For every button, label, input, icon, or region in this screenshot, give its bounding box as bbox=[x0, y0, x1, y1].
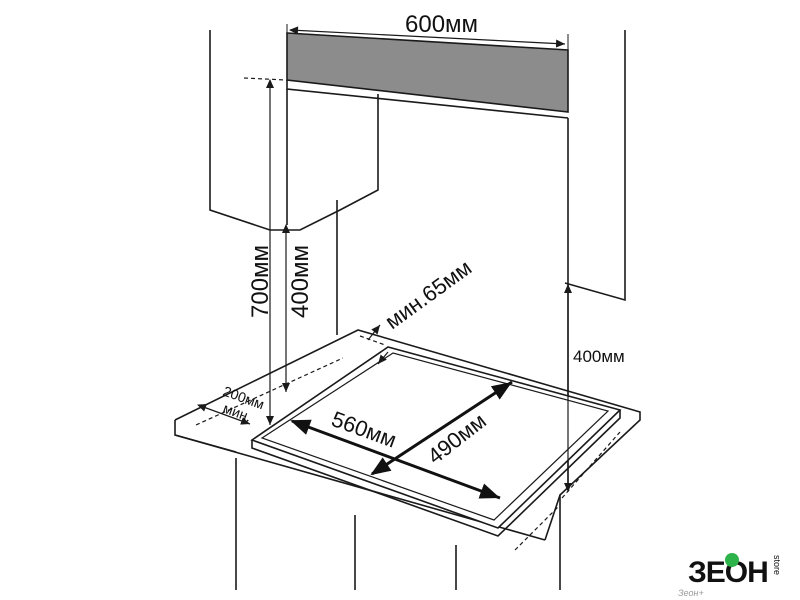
min-gap-dimension: мин.65мм bbox=[367, 255, 476, 365]
hood bbox=[286, 32, 569, 490]
height-total-label: 700мм bbox=[247, 245, 274, 318]
left-wall-cabinet bbox=[209, 30, 379, 231]
right-wall-cabinet bbox=[564, 30, 626, 302]
height-hood-label: 400мм bbox=[287, 245, 314, 318]
brand-logo: ЗЕОН store Зеон+ bbox=[678, 553, 782, 598]
watermark: Зеон+ bbox=[678, 588, 704, 598]
hood-width-dimension: 600мм bbox=[286, 11, 569, 50]
countertop bbox=[174, 329, 641, 590]
logo-suffix: store bbox=[772, 555, 782, 575]
side-right-label: 400мм bbox=[573, 347, 625, 366]
hood-width-label: 600мм bbox=[405, 11, 478, 38]
logo-dot bbox=[725, 553, 739, 567]
height-dimensions: 700мм 400мм bbox=[243, 77, 314, 425]
right-side-dimension: 400мм bbox=[564, 284, 625, 492]
min-gap-label: мин.65мм bbox=[380, 255, 476, 334]
